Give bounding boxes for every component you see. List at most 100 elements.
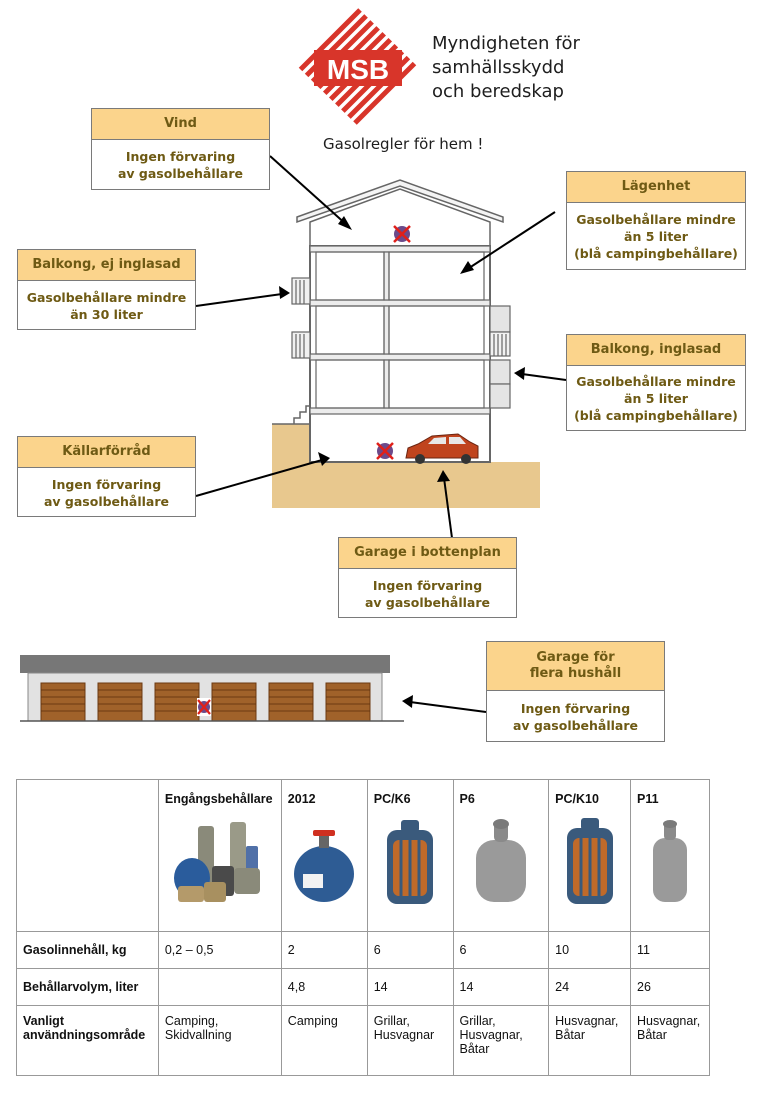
column-name: P11 [637, 792, 659, 806]
gas-bottle-p6-icon [475, 819, 526, 902]
callout-kallarforrad-line1: Ingen förvaring [51, 476, 162, 492]
callout-lagenhet-line1: Gasolbehållare mindre [576, 212, 736, 227]
callout-vind-title: Vind [92, 109, 269, 140]
table-cell: 24 [548, 968, 632, 1006]
callout-garage-bottenplan: Garage i bottenplan Ingen förvaring av g… [338, 537, 517, 618]
callout-balkong-inglasad-line1: Gasolbehållare mindre [576, 374, 736, 389]
callout-garage-flera-hushall: Garage för flera hushåll Ingen förvaring… [486, 641, 665, 742]
callout-vind-line1: Ingen förvaring [125, 149, 236, 164]
table-column-header: P11 [630, 779, 710, 932]
logo-acronym: MSB [327, 54, 389, 85]
column-name: PC/K10 [555, 792, 599, 806]
callout-garage-flera-line2: av gasolbehållare [512, 717, 639, 733]
row-label: Gasolinnehåll, kg [16, 931, 159, 969]
table-cell [157, 968, 282, 1006]
callout-garage-flera-title: Garage för flera hushåll [487, 642, 664, 691]
table-cell: 6 [452, 931, 550, 969]
table-cell: Husvagnar, Båtar [630, 1005, 710, 1076]
callout-balkong-ej-title: Balkong, ej inglasad [18, 250, 195, 281]
no-gas-icon-basement [376, 442, 394, 460]
cell-line: Båtar [459, 1042, 490, 1056]
callout-kallarforrad-title: Källarförråd [18, 437, 195, 468]
gas-bottle-p11-icon [653, 820, 687, 902]
ground [272, 424, 540, 508]
row-label-line: Vanligt [23, 1014, 64, 1028]
cell-line: Camping [287, 1014, 338, 1028]
callout-balkong-ej-line2: än 30 liter [70, 306, 143, 322]
gas-container-table: Engångsbehållare 2012 PC/K6 [16, 779, 710, 1076]
table-header-row: Engångsbehållare 2012 PC/K6 [16, 779, 710, 932]
callout-garage-flera-line1: Ingen förvaring [520, 700, 631, 716]
table-cell: Grillar, Husvagnar, Båtar [452, 1005, 550, 1076]
cell-line: Husvagnar, [637, 1014, 701, 1028]
table-cell: 6 [366, 931, 454, 969]
cell-line: Grillar, [459, 1014, 496, 1028]
cell-line: Husvagnar, [555, 1014, 619, 1028]
cell-line: Båtar [637, 1028, 667, 1042]
callout-balkong-inglasad-line2: än 5 liter [624, 391, 688, 406]
callout-vind-line2: av gasolbehållare [117, 166, 244, 181]
roof [296, 179, 504, 224]
table-cell: 10 [548, 931, 632, 969]
callout-lagenhet-line2: än 5 liter [624, 229, 688, 244]
row-garage [20, 655, 404, 722]
table-corner-cell [16, 779, 159, 932]
disposable-canisters-icon [173, 822, 260, 902]
callout-garage-flera-title1: Garage för [536, 650, 615, 665]
callout-balkong-ej-line1: Gasolbehållare mindre [26, 289, 187, 305]
callout-garage-botten-title: Garage i bottenplan [339, 538, 516, 569]
cell-line: Camping, [164, 1014, 219, 1028]
callout-balkong-inglasad: Balkong, inglasad Gasolbehållare mindre … [566, 334, 746, 431]
cell-line: Skidvallning [164, 1028, 232, 1042]
cell-line: Husvagnar [373, 1028, 435, 1042]
table-column-header: Engångsbehållare [157, 779, 282, 932]
callout-lagenhet: Lägenhet Gasolbehållare mindre än 5 lite… [566, 171, 746, 270]
logo-line3: och beredskap [432, 81, 564, 102]
gas-bottle-pck10-icon [566, 818, 613, 904]
callout-balkong-ej-inglasad: Balkong, ej inglasad Gasolbehållare mind… [17, 249, 196, 330]
column-name: Engångsbehållare [164, 792, 273, 806]
table-column-header: 2012 [280, 779, 368, 932]
logo-line1: Myndigheten för [432, 33, 580, 54]
table-cell: 14 [452, 968, 550, 1006]
gas-bottle-pck6-icon [387, 820, 434, 904]
row-label: Vanligt användningsområde [16, 1005, 159, 1076]
table-cell: Camping [280, 1005, 368, 1076]
building-illustration [20, 155, 567, 722]
callout-lagenhet-line3: (blå campingbehållare) [574, 246, 738, 261]
table-cell: 26 [630, 968, 710, 1006]
column-name: PC/K6 [373, 792, 411, 806]
callout-balkong-inglasad-line3: (blå campingbehållare) [574, 408, 738, 423]
callout-vind: Vind Ingen förvaring av gasolbehållare [91, 108, 270, 190]
table-column-header: P6 [452, 779, 550, 932]
cell-line: Båtar [555, 1028, 586, 1042]
column-name: 2012 [287, 792, 316, 806]
callout-kallarforrad-line2: av gasolbehållare [43, 493, 170, 509]
no-gas-icon-garage [197, 698, 211, 716]
logo-line2: samhällsskydd [432, 57, 565, 78]
table-cell: 2 [280, 931, 368, 969]
cell-line: Grillar, [373, 1014, 410, 1028]
callout-kallarforrad: Källarförråd Ingen förvaring av gasolbeh… [17, 436, 196, 517]
table-row: Behållarvolym, liter 4,8 14 14 24 26 [16, 968, 710, 1006]
car-icon [405, 433, 479, 464]
table-cell: Grillar, Husvagnar [366, 1005, 454, 1076]
table-cell: 11 [630, 931, 710, 969]
row-label-line: användningsområde [23, 1028, 146, 1042]
table-cell: 0,2 – 0,5 [157, 931, 282, 969]
callout-garage-botten-line1: Ingen förvaring [372, 577, 483, 593]
msb-logo: MSB [298, 8, 418, 126]
row-label: Behållarvolym, liter [16, 968, 159, 1006]
callout-lagenhet-title: Lägenhet [567, 172, 745, 203]
table-column-header: PC/K6 [366, 779, 454, 932]
gas-bottle-2012-icon [294, 830, 355, 902]
table-row: Vanligt användningsområde Camping, Skidv… [16, 1005, 710, 1076]
logo-name: Myndigheten för samhällsskydd och bereds… [432, 32, 580, 104]
subtitle: Gasolregler för hem ! [323, 135, 484, 153]
table-cell: 4,8 [280, 968, 368, 1006]
callout-balkong-inglasad-title: Balkong, inglasad [567, 335, 745, 366]
table-cell: Camping, Skidvallning [157, 1005, 282, 1076]
cell-line: Husvagnar, [459, 1028, 523, 1042]
no-gas-icon-attic [393, 225, 411, 243]
table-cell: Husvagnar, Båtar [548, 1005, 632, 1076]
